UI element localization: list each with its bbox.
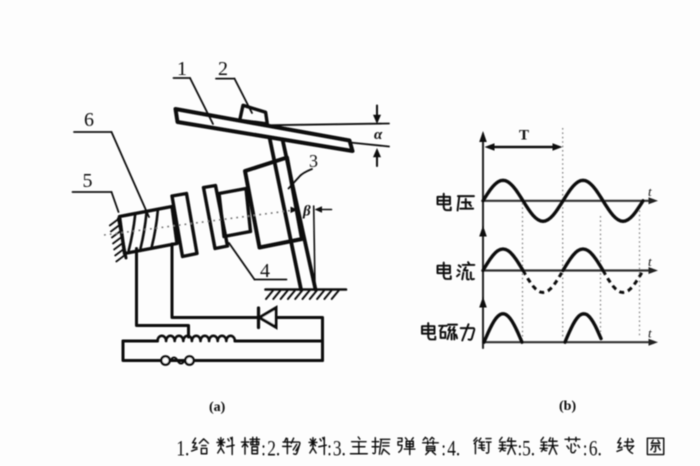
svg-text:t: t [648,184,652,199]
svg-text:6: 6 [84,109,94,131]
svg-text:3.: 3. [333,435,346,460]
svg-text:t: t [648,254,652,269]
svg-text:β: β [302,204,311,220]
svg-text:(b): (b) [559,399,576,414]
svg-text:T: T [519,128,529,144]
svg-text:α: α [374,127,383,143]
svg-text::: : [327,435,332,460]
svg-text:3: 3 [309,151,318,171]
svg-text::: : [583,435,588,460]
svg-text:1: 1 [177,58,187,80]
svg-text:4: 4 [260,260,270,282]
svg-text:2.: 2. [267,435,280,460]
svg-text:(a): (a) [209,400,226,415]
svg-text::: : [518,435,523,460]
svg-text::: : [441,435,446,460]
svg-text:1.: 1. [176,435,189,460]
svg-text:4.: 4. [447,435,460,460]
svg-text:t: t [648,326,652,341]
svg-text:2: 2 [218,58,228,80]
svg-text:5: 5 [83,170,93,192]
svg-text::: : [261,435,266,460]
svg-text:6.: 6. [589,435,602,460]
svg-text:5.: 5. [522,435,535,460]
